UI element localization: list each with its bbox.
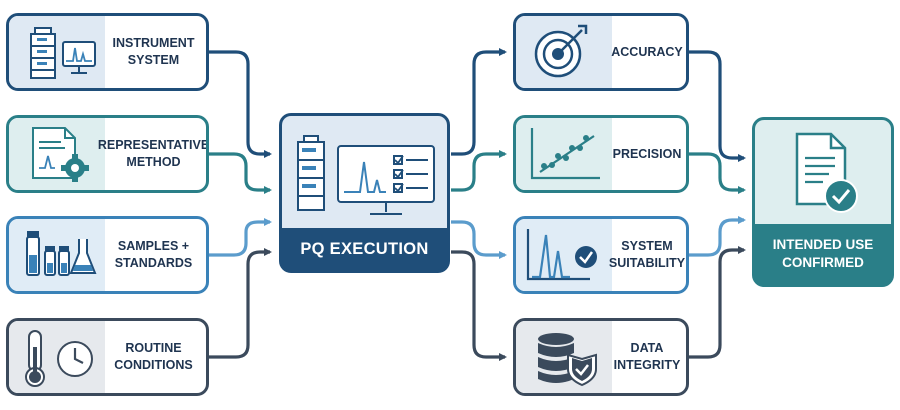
input-representative-method: REPRESENTATIVE METHOD <box>6 115 209 193</box>
arrow-accuracy-to-result <box>688 50 746 162</box>
arrow-pq-to-integrity <box>451 250 507 361</box>
arrow-conditions-to-pq <box>208 248 272 359</box>
arrow-pq-to-precision <box>451 150 507 192</box>
output-label: SYSTEM SUITABILITY <box>608 239 686 270</box>
input-samples-standards: SAMPLES + STANDARDS <box>6 216 209 294</box>
arrow-instrument-to-pq <box>208 50 272 158</box>
output-data-integrity: DATA INTEGRITY <box>513 318 689 396</box>
output-precision: PRECISION <box>513 115 689 193</box>
sample-vials-icon <box>26 231 97 276</box>
input-label: SAMPLES + STANDARDS <box>114 239 193 270</box>
instrument-system-icon <box>30 27 96 79</box>
arrow-integrity-to-result <box>688 246 746 359</box>
input-routine-conditions: ROUTINE CONDITIONS <box>6 318 209 396</box>
result-intended-use: INTENDED USE CONFIRMED <box>752 117 894 287</box>
input-instrument-system: INSTRUMENT SYSTEM <box>6 13 209 91</box>
output-label: PRECISION <box>612 146 682 161</box>
input-label: INSTRUMENT SYSTEM <box>112 36 195 67</box>
database-shield-icon <box>538 333 597 387</box>
arrow-method-to-pq <box>208 152 272 194</box>
output-label: DATA INTEGRITY <box>613 341 681 372</box>
method-document-icon <box>32 127 89 182</box>
chromatogram-check-icon <box>526 229 597 281</box>
output-system-suitability: SYSTEM SUITABILITY <box>513 216 689 294</box>
arrow-precision-to-result <box>688 152 746 194</box>
result-label: INTENDED USE CONFIRMED <box>772 237 874 270</box>
arrow-suitability-to-result <box>688 216 746 257</box>
pq-execution-box: PQ EXECUTION <box>279 113 450 273</box>
output-accuracy: ACCURACY <box>513 13 689 91</box>
target-icon <box>534 24 588 78</box>
pq-execution-label: PQ EXECUTION <box>300 239 429 258</box>
document-check-icon <box>795 132 858 213</box>
hplc-monitor-icon <box>297 135 435 215</box>
arrow-pq-to-suitability <box>451 220 507 259</box>
output-label: ACCURACY <box>611 44 683 59</box>
arrow-pq-to-accuracy <box>451 48 507 156</box>
thermometer-clock-icon <box>25 330 93 387</box>
input-label: ROUTINE CONDITIONS <box>114 341 193 372</box>
input-label: REPRESENTATIVE METHOD <box>97 138 209 169</box>
arrow-samples-to-pq <box>208 218 272 257</box>
scatter-plot-icon <box>530 128 600 180</box>
